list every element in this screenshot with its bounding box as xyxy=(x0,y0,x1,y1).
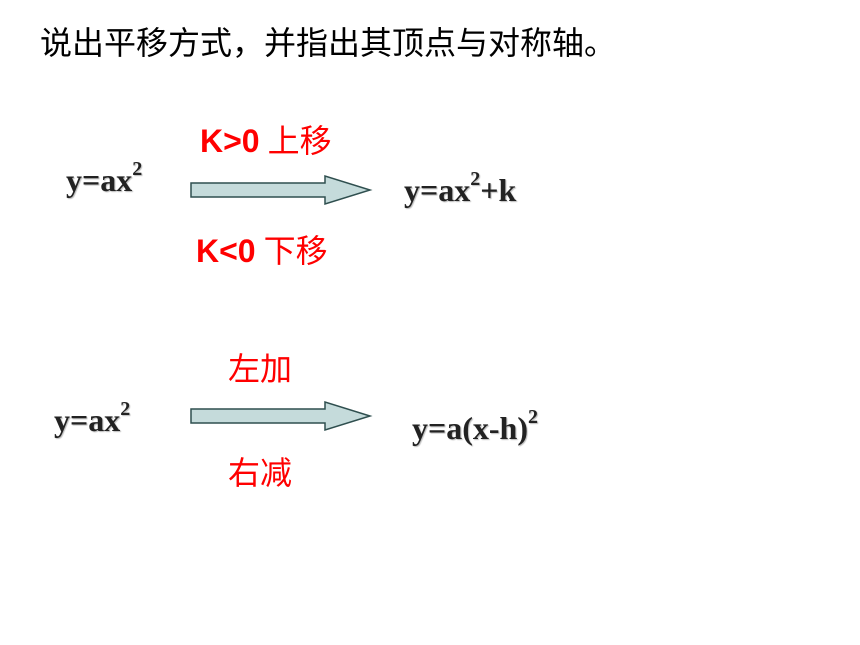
row1-left-formula: y=ax2 xyxy=(66,158,142,199)
formula-exponent: 2 xyxy=(132,158,143,180)
row1-bottom-condition: K<0 xyxy=(196,233,256,269)
formula-base: y=a(x-h) xyxy=(412,410,528,446)
row2-right-formula: y=a(x-h)2 xyxy=(412,406,538,447)
row1-top-text: 上移 xyxy=(267,122,332,160)
row2-top-text: 左加 xyxy=(228,350,293,388)
row1-top-annotation: K>0 上移 xyxy=(200,116,332,162)
row2-right-arrow-icon xyxy=(190,400,373,432)
row1-bottom-text: 下移 xyxy=(263,232,328,270)
row1-right-formula: y=ax2+k xyxy=(404,168,517,209)
formula-exponent: 2 xyxy=(528,406,538,428)
formula-tail: +k xyxy=(480,172,517,208)
formula-base: y=ax xyxy=(66,162,133,198)
formula-base: y=ax xyxy=(404,172,471,208)
row1-right-arrow-icon xyxy=(190,174,373,206)
row1-top-condition: K>0 xyxy=(200,123,260,159)
slide-heading: 说出平移方式，并指出其顶点与对称轴。 xyxy=(40,24,617,62)
row1-bottom-annotation: K<0 下移 xyxy=(196,226,328,272)
formula-base: y=ax xyxy=(54,402,121,438)
formula-exponent: 2 xyxy=(470,168,481,190)
row2-bottom-text: 右减 xyxy=(228,454,293,492)
row2-left-formula: y=ax2 xyxy=(54,398,130,439)
formula-exponent: 2 xyxy=(120,398,131,420)
